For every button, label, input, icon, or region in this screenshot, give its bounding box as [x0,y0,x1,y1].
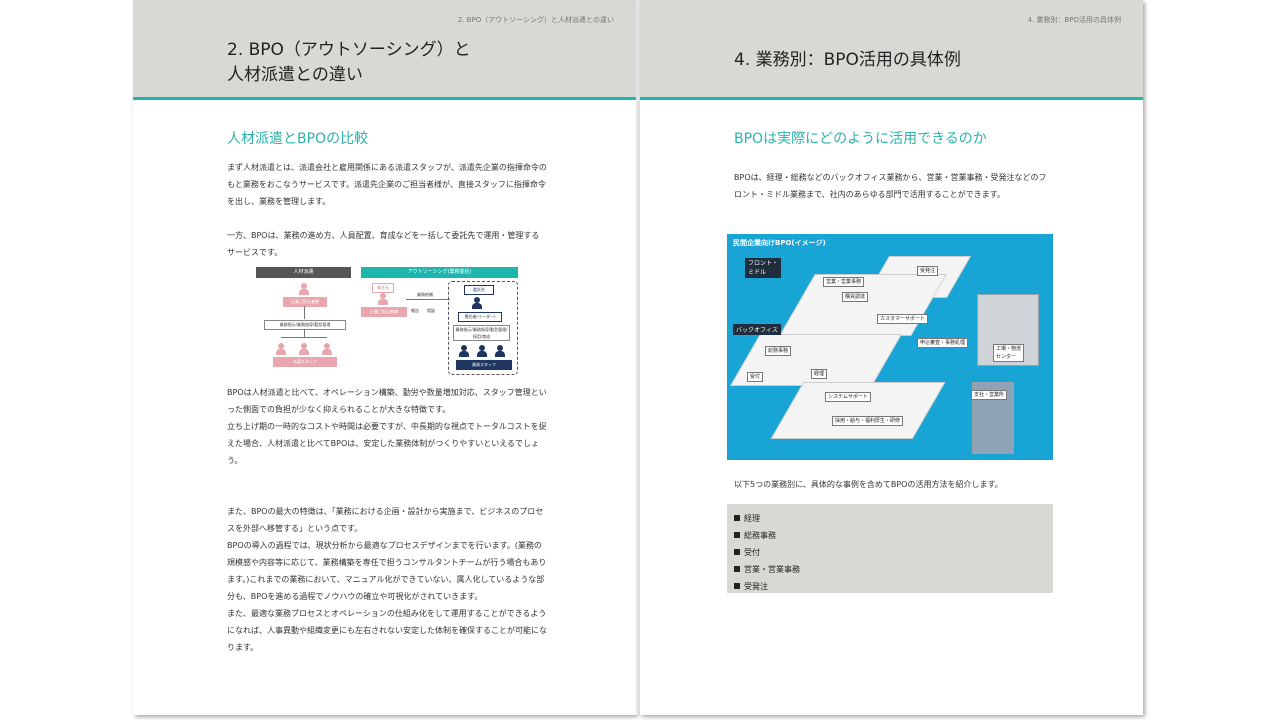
tag-hr: 採用・給与・福利厚生・研修 [832,416,904,426]
left-paragraph-3: BPOは人材派遣と比べて、オペレーション構築、勤労や数量増加対応、スタッフ管理と… [227,384,547,469]
list-item: 営業・営業事務 [734,561,1053,578]
vendor-dashed-box [448,281,518,375]
paragraph-text: BPOは人材派遣と比べて、オペレーション構築、勤労や数量増加対応、スタッフ管理と… [227,388,547,414]
left-header-rule [133,97,636,100]
person-icon [459,345,469,357]
left-paragraph-1: まず人材派遣とは、派遣会社と雇用関係にある派遣スタッフが、派遣先企業の指揮命令の… [227,159,547,210]
diagram-right-contract: 業務依頼 [413,292,437,298]
left-header [133,0,636,97]
business-list: 経理 総務事務 受付 営業・営業事務 受発注 [727,504,1053,593]
diagram-right-client-small: 発注元 [372,283,394,293]
diagram-left-top-box: 企業ご担当者様 [283,297,327,307]
left-running-header: 2. BPO（アウトソーシング）と人材派遣との違い [457,16,614,24]
tag-application: 申込審査・事務処理 [917,338,969,348]
tag-branch: 支社・営業所 [971,390,1008,400]
square-bullet-icon [734,532,740,538]
square-bullet-icon [734,583,740,589]
diagram-left-middle-box: 業務指示/業務指導/勤怠管理 [264,320,346,330]
paragraph-text: 以下5つの業務別に、具体的な事例を含めてBPOの活用方法を紹介します。 [734,480,1003,489]
paragraph-text: 一方、BPOは、業務の進め方、人員配置、育成などを一括して委託先で運用・管理する… [227,231,540,257]
person-icon [276,343,286,355]
square-bullet-icon [734,566,740,572]
square-bullet-icon [734,549,740,555]
paragraph-text: また、BPOの最大の特徴は、「業務における企画・設計から実施まで、ビジネスのプロ… [227,507,544,533]
back-office-label: バックオフィス [733,324,781,335]
diagram-right-instruction-box: 業務指示/業務指導/勤怠管理/採用/育成 [453,325,510,341]
connector-line [304,306,305,319]
diagram-right-label: アウトソーシング(業務委託) [361,267,518,278]
diagram-left-label: 人材派遣 [256,267,351,278]
left-paragraph-4: また、BPOの最大の特徴は、「業務における企画・設計から実施まで、ビジネスのプロ… [227,503,547,656]
tag-general: 総務事務 [765,346,792,356]
square-bullet-icon [734,515,740,521]
book-spine [636,0,640,715]
person-icon [299,283,309,295]
diagram-right-consult: 相談 [424,308,438,314]
paragraph-text: また、最適な業務プロセスとオペレーションの仕組み化をして運用することができるよう… [227,609,547,652]
tag-purchasing: 購買調達 [842,292,869,302]
paragraph-text: まず人材派遣とは、派遣会社と雇用関係にある派遣スタッフが、派遣先企業の指揮命令の… [227,163,547,206]
paragraph-text: 立ち上げ期の一時的なコストや時間は必要ですが、中長期的な視点でトータルコストを捉… [227,422,547,465]
right-header-rule [640,97,1143,100]
list-item: 経理 [734,510,1053,527]
paragraph-text: BPOは、経理・総務などのバックオフィス業務から、営業・営業事務・受発注などのフ… [734,173,1047,199]
front-middle-label: フロント・ ミドル [745,258,782,278]
connector-line [281,337,327,338]
tag-factory: 工場・物流 センター [993,344,1025,362]
left-paragraph-2: 一方、BPOは、業務の進め方、人員配置、育成などを一括して委託先で運用・管理する… [227,227,547,261]
diagram-right-leader-box: 責任者(リーダー) [458,312,502,322]
person-icon [472,297,482,309]
diagram-right-vendor-box: 委託先 [464,285,494,295]
tag-reception: 受付 [747,372,764,382]
diagram-right-report: 報告 [408,308,422,314]
diagram-right-client-box: 企業ご担当者様 [361,307,407,317]
comparison-diagram: 人材派遣 アウトソーシング(業務委託) 企業ご担当者様 業務指示/業務指導/勤怠… [256,267,518,375]
person-icon [299,343,309,355]
tag-accounting: 経理 [811,369,828,379]
person-icon [322,343,332,355]
diagram-right-staff-label: 業務スタッフ [456,360,512,370]
left-page-title: 2. BPO（アウトソーシング）と 人材派遣との違い [227,40,471,85]
list-item: 受付 [734,544,1053,561]
right-section-heading: BPOは実際にどのように活用できるのか [734,131,987,147]
right-page: 4. 業務別：BPO活用の具体例 4. 業務別：BPO活用の具体例 BPOは実際… [640,0,1143,715]
left-section-heading: 人材派遣とBPOの比較 [227,131,369,147]
list-item: 受発注 [734,578,1053,595]
bpo-illustration: 民間企業向けBPO(イメージ) フロント・ ミドル バックオフィス 受発注 営業… [727,234,1053,460]
person-icon [378,293,388,305]
tag-sales: 営業・営業事務 [823,277,865,287]
paragraph-text: BPOの導入の過程では、現状分析から最適なプロセスデザインまでを行います。(業務… [227,541,547,601]
connector-line [406,299,450,300]
right-outro: 以下5つの業務別に、具体的な事例を含めてBPOの活用方法を紹介します。 [734,476,1064,493]
tag-customer: カスタマーサポート [877,314,928,324]
list-item: 総務事務 [734,527,1053,544]
illustration-title: 民間企業向けBPO(イメージ) [733,239,826,247]
tag-order: 受発注 [917,266,939,276]
person-icon [495,345,505,357]
tag-system: システムサポート [825,392,871,402]
connector-line [304,329,305,337]
floor-system [770,382,946,439]
person-icon [477,345,487,357]
right-page-title: 4. 業務別：BPO活用の具体例 [734,50,961,70]
diagram-left-bottom-label: 派遣スタッフ [273,357,337,367]
right-intro: BPOは、経理・総務などのバックオフィス業務から、営業・営業事務・受発注などのフ… [734,169,1054,203]
right-header [640,0,1143,97]
right-running-header: 4. 業務別：BPO活用の具体例 [1027,16,1121,24]
left-page: 2. BPO（アウトソーシング）と人材派遣との違い 2. BPO（アウトソーシン… [133,0,636,715]
